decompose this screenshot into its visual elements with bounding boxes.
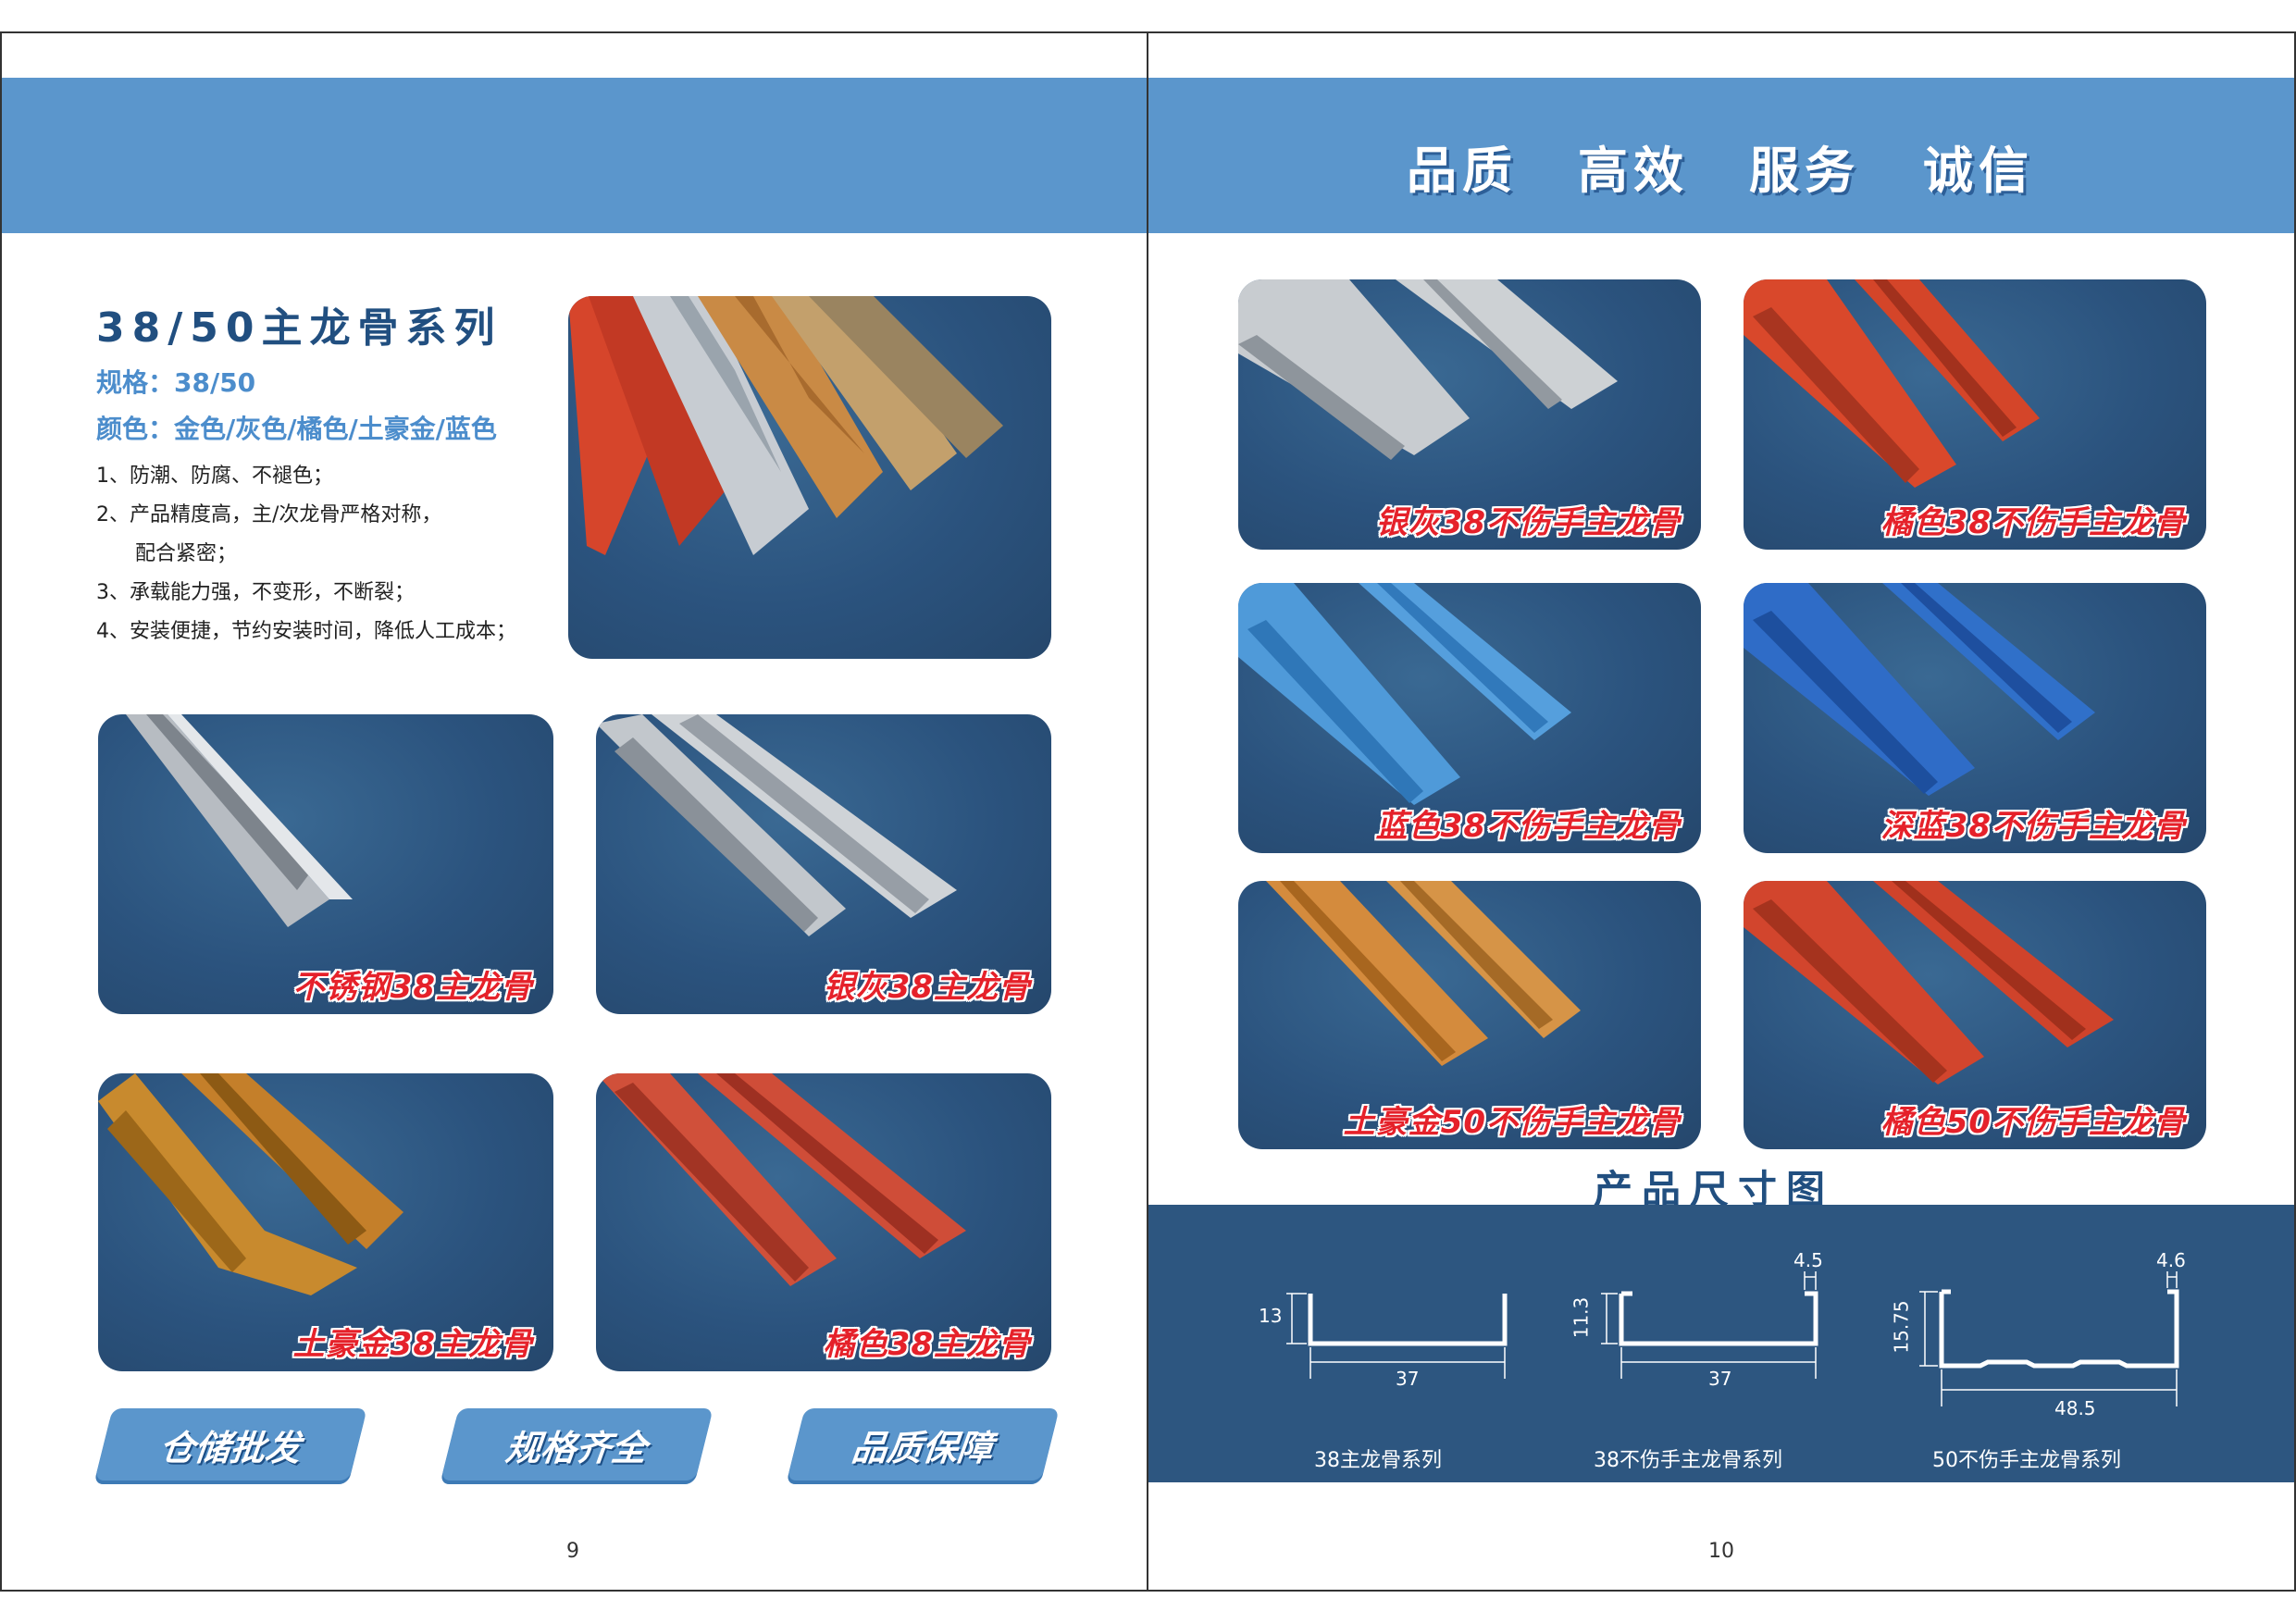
badge-label: 规格齐全 (503, 1427, 650, 1468)
dim-lip-label: 4.6 (2156, 1249, 2186, 1271)
product-photo-stainless-38: 不锈钢38主龙骨 (98, 714, 553, 1014)
badge-complete-specs: 规格齐全 (441, 1408, 714, 1481)
feature-item: 配合紧密； (135, 542, 238, 565)
product-caption: 土豪金50不伤手主龙骨 (1343, 1104, 1681, 1141)
dim-height-label: 11.3 (1570, 1296, 1593, 1339)
feature-item: 2、产品精度高，主/次龙骨严格对称， (96, 503, 442, 527)
spine-divider (1147, 31, 1148, 1592)
diagram-caption: 38不伤手主龙骨系列 (1594, 1449, 1782, 1472)
product-caption: 银灰38主龙骨 (823, 969, 1031, 1006)
dim-width-label: 48.5 (2054, 1397, 2096, 1419)
dim-width-label: 37 (1396, 1368, 1420, 1390)
product-photo-orange-50-safe: 橘色50不伤手主龙骨 (1744, 881, 2206, 1149)
slogan-efficiency: 高效 (1578, 142, 1689, 200)
product-caption: 蓝色38不伤手主龙骨 (1375, 808, 1681, 845)
feature-item: 4、安装便捷，节约安装时间，降低人工成本； (96, 620, 516, 643)
page-number-right: 10 (1708, 1540, 1734, 1563)
product-caption: 不锈钢38主龙骨 (292, 969, 533, 1006)
dim-width-label: 37 (1708, 1368, 1732, 1390)
product-photo-silver-38: 银灰38主龙骨 (596, 714, 1051, 1014)
dim-height-label: 15.75 (1890, 1300, 1913, 1354)
product-photo-orange-38-safe: 橘色38不伤手主龙骨 (1744, 279, 2206, 550)
dim-height-label: 13 (1259, 1305, 1283, 1327)
product-photo-deepblue-38-safe: 深蓝38不伤手主龙骨 (1744, 583, 2206, 853)
product-photo-orange-38: 橘色38主龙骨 (596, 1073, 1051, 1371)
feature-list: 1、防潮、防腐、不褪色； 2、产品精度高，主/次龙骨严格对称， 配合紧密； 3、… (96, 457, 516, 651)
diagram-38-main: 13 37 (1240, 1258, 1518, 1406)
badge-quality-assurance: 品质保障 (787, 1408, 1060, 1481)
product-caption: 土豪金38主龙骨 (292, 1326, 533, 1363)
diagram-38-safe: 11.3 37 4.5 (1564, 1249, 1842, 1406)
slogan-integrity: 诚信 (1923, 142, 2034, 200)
right-header-band (1148, 78, 2294, 233)
product-photo-gold-50-safe: 土豪金50不伤手主龙骨 (1238, 881, 1701, 1149)
badge-warehouse-wholesale: 仓储批发 (94, 1408, 367, 1481)
feature-item: 1、防潮、防腐、不褪色； (96, 465, 333, 488)
diagram-50-safe: 15.75 48.5 4.6 (1888, 1249, 2193, 1425)
product-caption: 橘色38不伤手主龙骨 (1880, 504, 2186, 541)
spec-line: 规格：38/50 (96, 367, 256, 398)
dim-lip-label: 4.5 (1793, 1249, 1823, 1271)
slogan-quality: 品质 (1407, 142, 1518, 200)
product-photo-gold-38: 土豪金38主龙骨 (98, 1073, 553, 1371)
dimension-title: 产品尺寸图 (1594, 1167, 1835, 1212)
page-number-left: 9 (566, 1540, 579, 1563)
product-caption: 橘色50不伤手主龙骨 (1880, 1104, 2186, 1141)
colors-line: 颜色：金色/灰色/橘色/土豪金/蓝色 (96, 414, 497, 444)
badge-label: 品质保障 (850, 1427, 996, 1468)
product-photo-blue-38-safe: 蓝色38不伤手主龙骨 (1238, 583, 1701, 853)
slogan-service: 服务 (1749, 142, 1860, 200)
left-header-band (2, 78, 1147, 233)
diagram-caption: 38主龙骨系列 (1314, 1449, 1442, 1472)
hero-product-photo (568, 296, 1051, 659)
diagram-caption: 50不伤手主龙骨系列 (1932, 1449, 2121, 1472)
badge-label: 仓储批发 (157, 1427, 304, 1468)
feature-item: 3、承载能力强，不变形，不断裂； (96, 581, 415, 604)
product-caption: 橘色38主龙骨 (823, 1326, 1031, 1363)
product-caption: 银灰38不伤手主龙骨 (1375, 504, 1681, 541)
product-photo-silver-38-safe: 银灰38不伤手主龙骨 (1238, 279, 1701, 550)
product-caption: 深蓝38不伤手主龙骨 (1880, 808, 2186, 845)
series-title: 38/50主龙骨系列 (96, 304, 503, 352)
